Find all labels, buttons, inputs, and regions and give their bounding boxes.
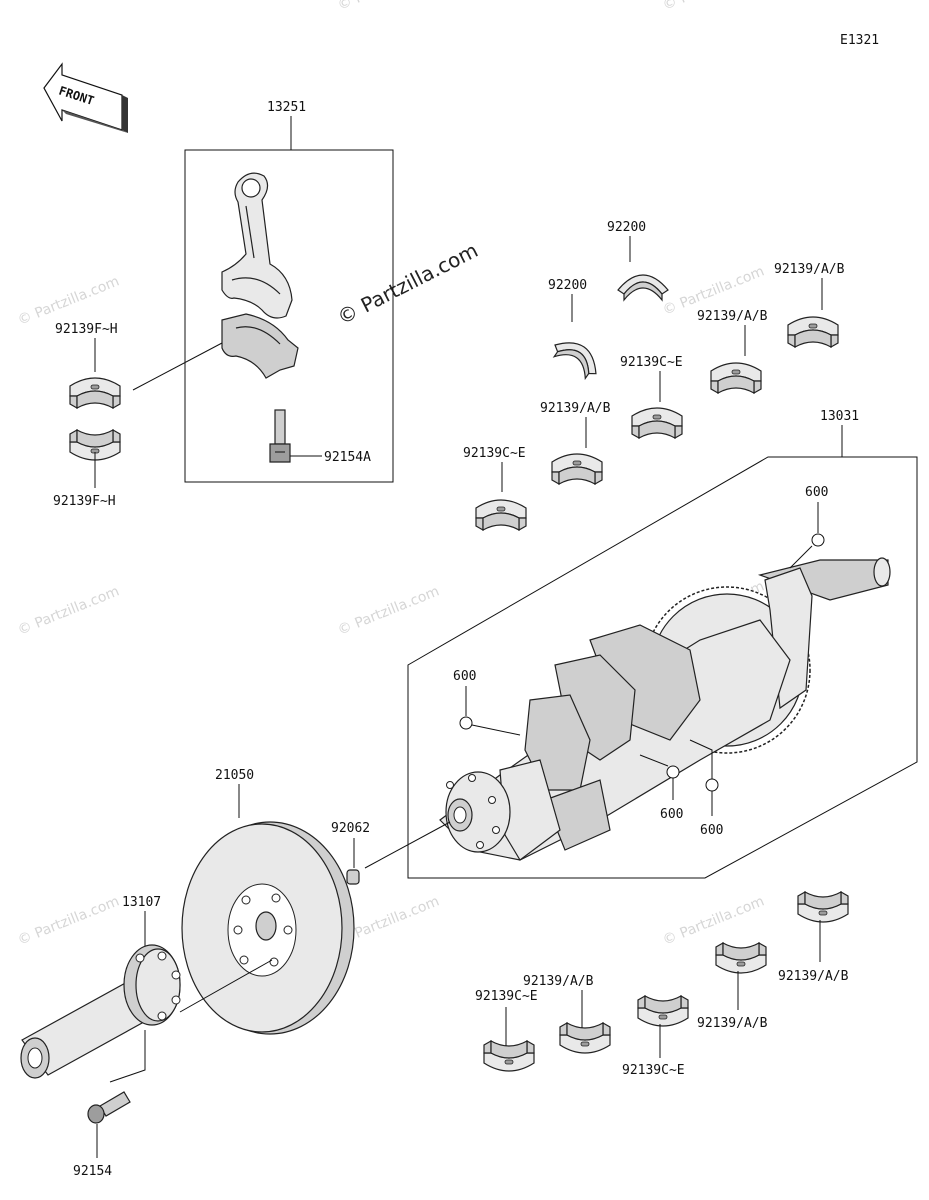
label-92139AB-2: 92139/A/B [697,309,768,324]
watermark-text: © Partzilla.com [661,0,767,14]
label-92154A: 92154A [324,450,371,465]
label-92139FH-bottom: 92139F~H [53,494,116,509]
label-600-c: 600 [660,807,683,822]
watermark-logo: © Partzilla.com [333,238,481,329]
dowel-pin [346,869,360,885]
label-13031: 13031 [820,409,859,424]
label-600-a: 600 [805,485,828,500]
watermark-text: © Partzilla.com [336,583,442,638]
main-bearing-4 [551,453,603,485]
label-92139AB-1: 92139/A/B [774,262,845,277]
label-92139CE-1: 92139C~E [620,355,683,370]
label-600-d: 600 [700,823,723,838]
label-92062: 92062 [331,821,370,836]
crankshaft [439,557,891,861]
label-13251: 13251 [267,100,306,115]
rod-bolt [269,409,291,463]
watermark-text: © Partzilla.com [16,893,122,948]
label-92139AB-3: 92139/A/B [540,401,611,416]
main-bearing-lower-1 [483,1040,535,1072]
label-92139CE-4: 92139C~E [622,1063,685,1078]
main-bearing-3 [631,407,683,439]
flange-bolt [87,1091,131,1124]
connecting-rod [221,172,299,379]
watermark-layer: © Partzilla.com © Partzilla.com © Partzi… [16,0,767,949]
label-92200-a: 92200 [607,220,646,235]
thrust-washer-b [548,332,606,383]
label-92139FH-top: 92139F~H [55,322,118,337]
label-92139AB-4: 92139/A/B [523,974,594,989]
watermark-text: © Partzilla.com [16,273,122,328]
output-shaft [20,944,181,1079]
main-bearing-1 [787,316,839,348]
diagram-code: E1321 [840,33,879,48]
label-92139AB-5: 92139/A/B [697,1016,768,1031]
main-bearing-lower-3 [637,995,689,1027]
main-bearing-lower-2 [559,1022,611,1054]
label-92154: 92154 [73,1164,112,1179]
label-92139CE-2: 92139C~E [463,446,526,461]
watermark-text: © Partzilla.com [16,583,122,638]
label-92200-b: 92200 [548,278,587,293]
label-92139CE-3: 92139C~E [475,989,538,1004]
main-bearing-lower-4 [715,942,767,974]
label-13107: 13107 [122,895,161,910]
main-bearing-lower-5 [797,891,849,923]
label-600-b: 600 [453,669,476,684]
main-bearing-5 [475,499,527,531]
main-bearing-2 [710,362,762,394]
flywheel [181,821,355,1035]
watermark-text: © Partzilla.com [336,0,442,14]
front-arrow-icon: FRONT [43,62,128,133]
rod-bearing-upper [69,377,121,409]
thrust-washer-a [617,274,669,301]
watermark-text: © Partzilla.com [661,893,767,948]
label-92139AB-6: 92139/A/B [778,969,849,984]
label-21050: 21050 [215,768,254,783]
